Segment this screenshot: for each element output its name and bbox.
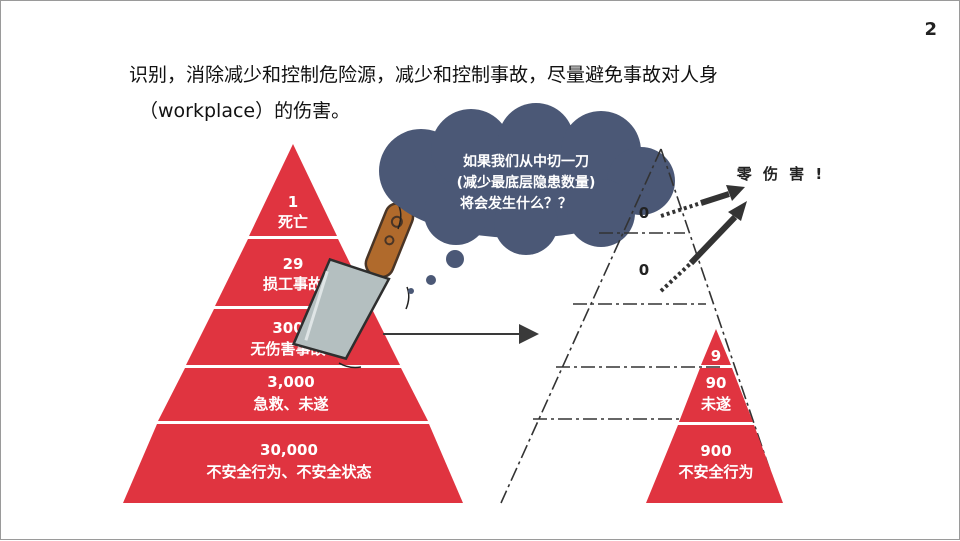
zero-label-middle: 0 xyxy=(639,261,649,279)
reduced-tier-2-label: 未遂 xyxy=(700,395,731,413)
thought-cloud: 如果我们从中切一刀 (减少最底层隐患数量) 将会发生什么？？ xyxy=(379,103,675,255)
cloud-line-2: (减少最底层隐患数量) xyxy=(457,174,596,191)
tier-5-label: 不安全行为、不安全状态 xyxy=(206,463,371,481)
page-number: 2 xyxy=(924,19,937,40)
reduced-tier-3 xyxy=(646,425,783,503)
thought-bubble-icon xyxy=(426,275,436,285)
heading-line-2: （workplace）的伤害。 xyxy=(139,100,351,122)
tier-1-value: 1 xyxy=(288,193,298,211)
tier-2-label: 损工事故 xyxy=(263,275,324,293)
tier-1-label: 死亡 xyxy=(278,213,308,231)
reduced-tier-3-value: 900 xyxy=(700,442,731,460)
tier-3-value: 300 xyxy=(272,319,303,337)
thought-bubble-icon xyxy=(408,288,414,294)
left-pyramid: 1 死亡 29 损工事故 300 无伤害事故 3,000 急救、未遂 30,00… xyxy=(123,144,463,503)
arrowhead-icon xyxy=(728,201,747,221)
reduced-tier-1 xyxy=(701,329,731,365)
tier-4-label: 急救、未遂 xyxy=(253,395,328,413)
zero-harm-arrows xyxy=(659,185,747,293)
reduced-tier-1-value: 9 xyxy=(711,347,721,365)
tier-5-value: 30,000 xyxy=(260,441,318,459)
motion-line-icon xyxy=(338,362,362,369)
heading-line-1: 识别，消除减少和控制危险源，减少和控制事故，尽量避免事故对人身 xyxy=(129,64,719,86)
zero-harm-label: 零 伤 害 ! xyxy=(736,165,826,183)
left-pyramid-tier-5 xyxy=(123,424,463,503)
cloud-line-1: 如果我们从中切一刀 xyxy=(463,153,589,170)
cloud-line-3: 将会发生什么？？ xyxy=(460,195,572,212)
arrowhead-icon xyxy=(726,185,745,201)
zero-label-top: 0 xyxy=(639,204,649,222)
motion-line-icon xyxy=(397,205,402,230)
tier-4-value: 3,000 xyxy=(267,373,314,391)
reduced-pyramid: 9 90 未遂 900 不安全行为 xyxy=(646,329,783,503)
thought-bubble-icon xyxy=(446,250,464,268)
motion-line-icon xyxy=(405,286,410,310)
reduced-tier-2 xyxy=(679,368,753,422)
left-pyramid-tier-1 xyxy=(249,144,337,236)
slide-heading: 识别，消除减少和控制危险源，减少和控制事故，尽量避免事故对人身 （workpla… xyxy=(129,57,829,129)
reduced-tier-2-value: 90 xyxy=(706,374,727,392)
tier-2-value: 29 xyxy=(283,255,304,273)
reduced-tier-3-label: 不安全行为 xyxy=(678,463,753,481)
left-pyramid-tier-4 xyxy=(158,368,428,421)
knife-icon xyxy=(291,202,415,361)
